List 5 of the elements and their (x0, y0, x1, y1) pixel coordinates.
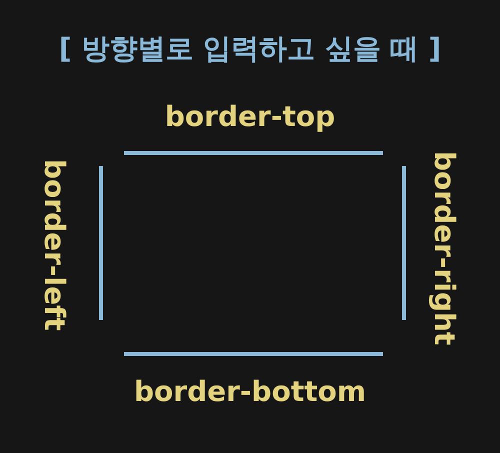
side-label: border-left (38, 158, 71, 333)
side-label: border-right (428, 150, 461, 348)
side-label: border-bottom (132, 375, 367, 408)
title: [ 방향별로 입력하고 싶을 때 ] (58, 31, 442, 67)
side-label: border-top (164, 100, 336, 133)
